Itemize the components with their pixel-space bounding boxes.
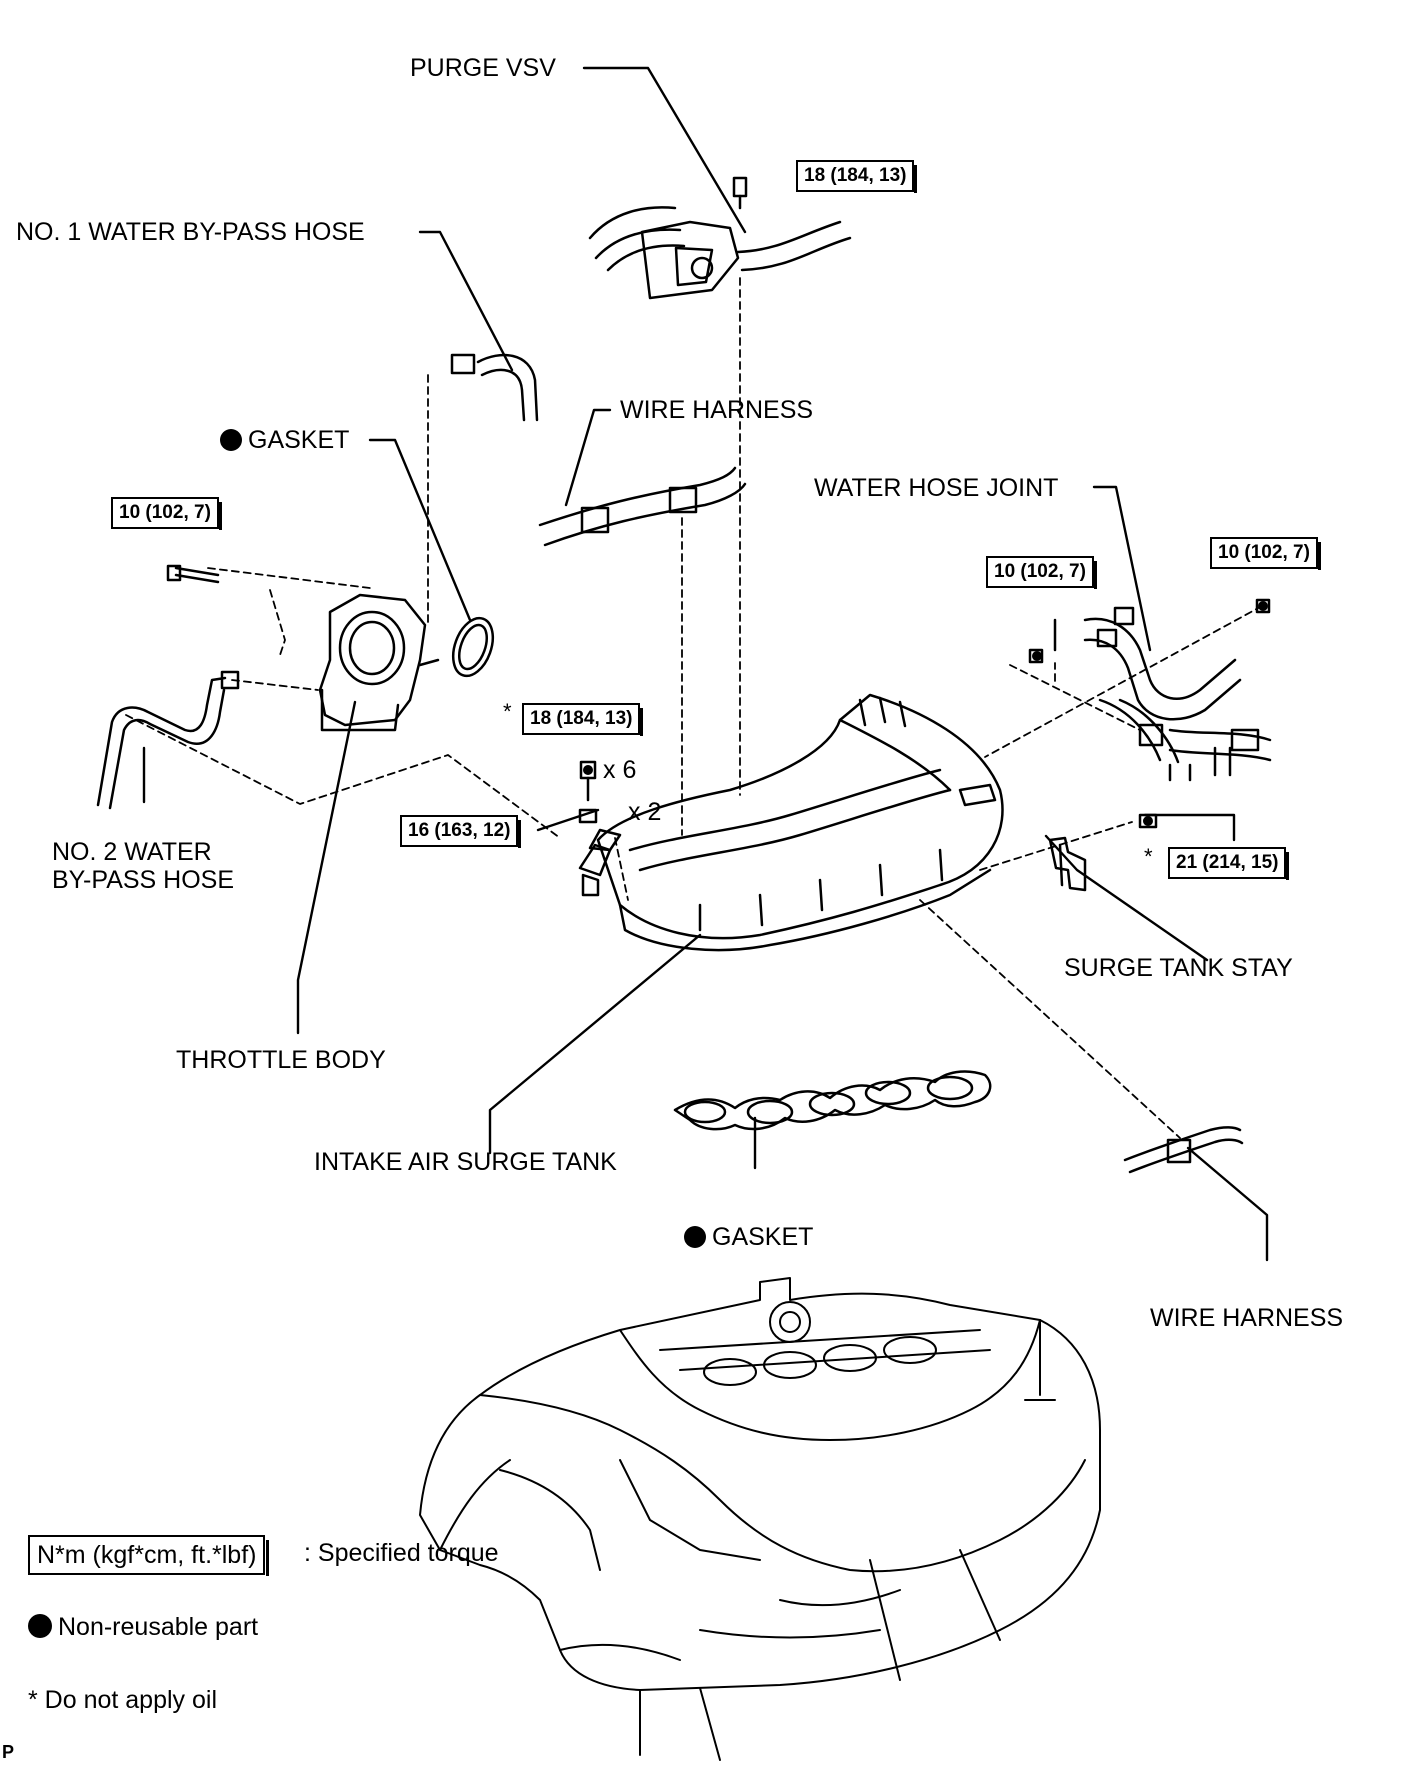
torque-water-hose-joint-left: 10 (102, 7) <box>986 556 1097 589</box>
label-wire-harness-top: WIRE HARNESS <box>620 396 814 424</box>
gasket-top-text: GASKET <box>248 426 350 454</box>
throttle-body-drawing <box>166 564 440 732</box>
surge-tank-stay-drawing <box>1048 836 1087 892</box>
nonreusable-dot-icon <box>684 1226 706 1248</box>
torque-water-hose-joint-right: 10 (102, 7) <box>1210 537 1321 570</box>
wire-harness-bottom-drawing <box>1123 1126 1244 1174</box>
no-oil-marker: * <box>503 699 512 724</box>
dashed-lines <box>125 277 1263 1139</box>
torque-throttle-body-bolt: 10 (102, 7) <box>111 497 222 530</box>
no1-water-bypass-hose-drawing <box>450 353 539 422</box>
no2-water-bypass-hose-drawing <box>96 670 240 810</box>
legend-torque-text: : Specified torque <box>304 1539 499 1567</box>
purge-vsv-drawing <box>588 176 852 300</box>
nonreusable-dot-icon <box>28 1614 52 1638</box>
label-no2-water-bypass-hose: NO. 2 WATER BY-PASS HOSE <box>52 838 235 894</box>
quantity-nuts: x 2 <box>628 798 662 826</box>
label-wire-harness-bottom: WIRE HARNESS <box>1150 1304 1344 1332</box>
legend-torque-box: N*m (kgf*cm, ft.*lbf) <box>28 1535 270 1576</box>
torque-surge-tank-nut: 16 (163, 12) <box>400 815 522 848</box>
legend-nonreusable-text: Non-reusable part <box>58 1613 259 1641</box>
label-intake-air-surge-tank: INTAKE AIR SURGE TANK <box>314 1148 617 1176</box>
water-hose-joint-drawing <box>1083 606 1272 782</box>
torque-purge-vsv-bolt: 18 (184, 13) <box>796 160 918 193</box>
nonreusable-dot-icon <box>220 429 242 451</box>
torque-surge-tank-bolt: 18 (184, 13) <box>522 703 644 736</box>
label-water-hose-joint: WATER HOSE JOINT <box>814 474 1059 502</box>
corner-letter: P <box>2 1742 15 1762</box>
label-no1-water-bypass-hose: NO. 1 WATER BY-PASS HOSE <box>16 218 365 246</box>
label-surge-tank-stay: SURGE TANK STAY <box>1064 954 1293 982</box>
torque-surge-tank-stay-bolt: 21 (214, 15) <box>1168 847 1290 880</box>
label-throttle-body: THROTTLE BODY <box>176 1046 386 1074</box>
label-gasket-top: GASKET <box>220 426 349 454</box>
leader-lines <box>142 66 1269 1262</box>
legend-no-oil: * Do not apply oil <box>28 1686 218 1714</box>
legend-nonreusable: Non-reusable part <box>28 1613 258 1641</box>
no-oil-marker: * <box>1144 844 1153 869</box>
label-purge-vsv: PURGE VSV <box>410 54 556 82</box>
engine-drawing <box>419 1277 1101 1761</box>
quantity-bolts: x 6 <box>603 756 637 784</box>
fasteners-drawing <box>578 598 1271 829</box>
throttle-gasket-drawing <box>451 616 495 678</box>
surge-tank-drawing <box>578 693 1004 952</box>
gasket-bottom-text: GASKET <box>712 1223 814 1251</box>
intake-gasket-drawing <box>673 1070 992 1131</box>
label-gasket-bottom: GASKET <box>684 1223 813 1251</box>
wire-harness-top-drawing <box>538 466 747 547</box>
